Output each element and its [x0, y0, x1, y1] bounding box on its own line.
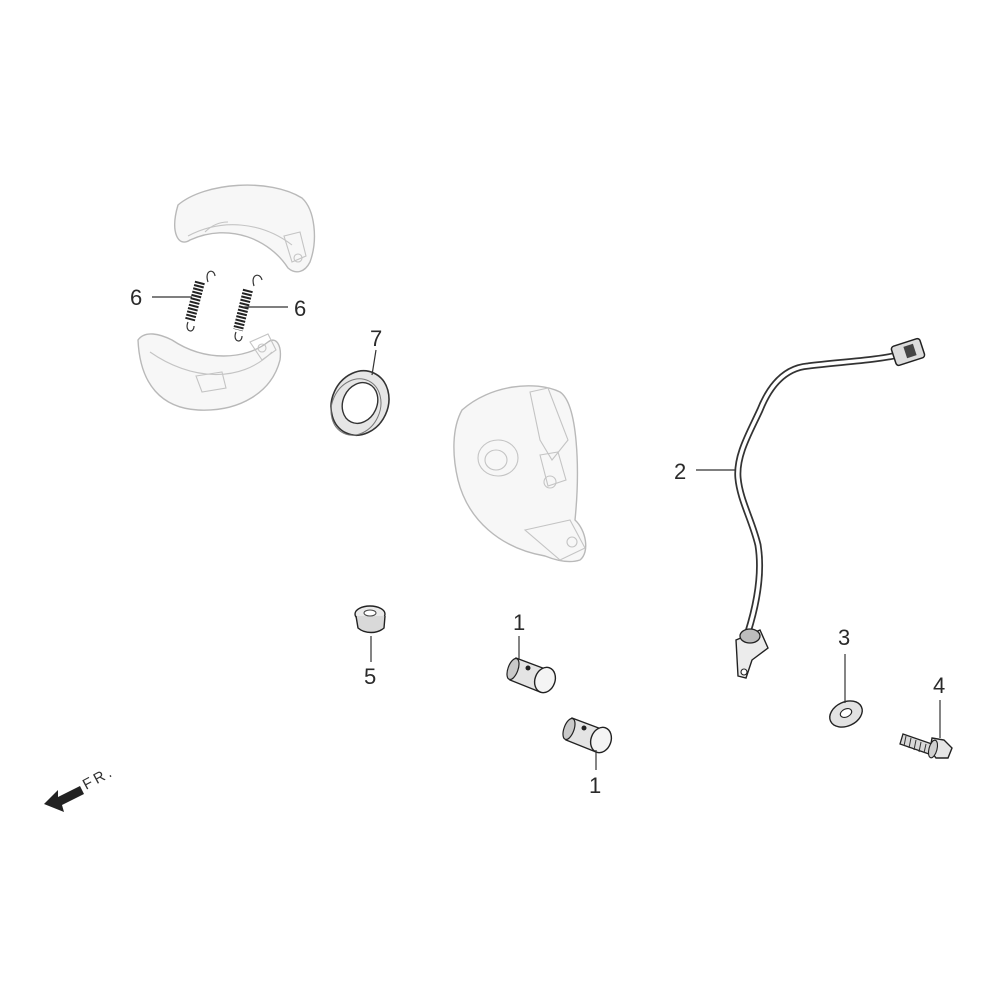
flange-nut [354, 605, 386, 634]
spring-right [233, 274, 263, 342]
oil-seal [330, 370, 390, 436]
spring-left [185, 270, 216, 332]
brake-panel [453, 385, 587, 563]
leader-7 [371, 349, 377, 376]
callout-4: 4 [933, 673, 945, 698]
callout-6-left: 6 [130, 285, 142, 310]
flange-bolt [899, 733, 953, 759]
callout-5: 5 [364, 664, 376, 689]
brake-shoe-lower [137, 333, 282, 411]
callout-2: 2 [674, 459, 686, 484]
callout-3: 3 [838, 625, 850, 650]
front-label: FR. [80, 763, 117, 794]
pin-lower [562, 717, 613, 754]
sensor-connector [890, 337, 926, 367]
pin-upper [506, 657, 557, 694]
washer [829, 700, 863, 728]
sensor-head [735, 628, 769, 679]
callout-1-lower: 1 [589, 773, 601, 798]
callout-1-upper: 1 [513, 610, 525, 635]
callout-7: 7 [370, 326, 382, 351]
brake-shoe-upper [174, 184, 316, 273]
front-arrow-icon [44, 786, 84, 812]
front-direction-indicator: FR. [44, 763, 117, 812]
callout-6-right: 6 [294, 296, 306, 321]
sensor-cable [734, 337, 926, 679]
